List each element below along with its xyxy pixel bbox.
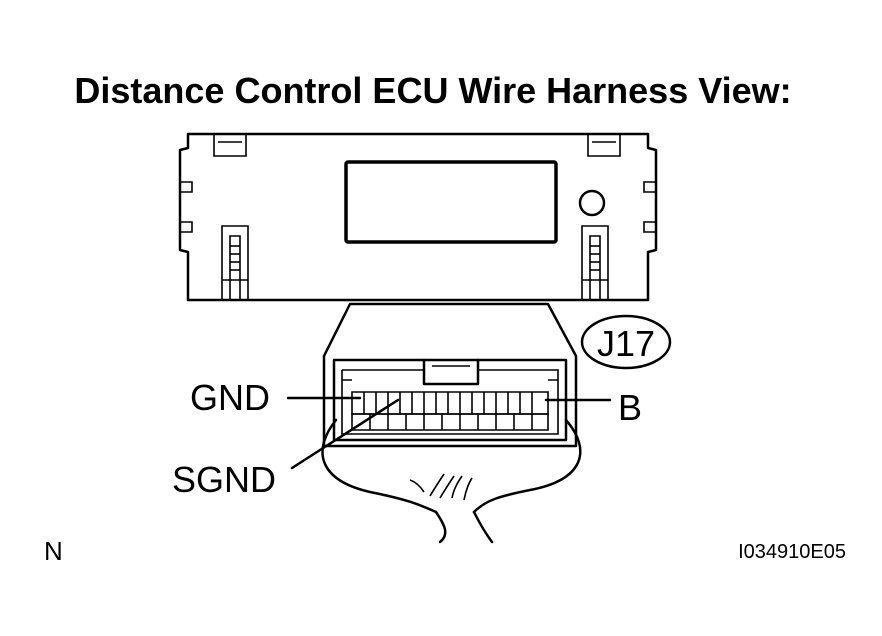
ecu-left-latch <box>221 225 249 300</box>
ecu-top-left-tab <box>213 134 247 157</box>
corner-label: N <box>44 536 63 566</box>
pin-label-b: B <box>618 387 642 428</box>
figure-code: I034910E05 <box>738 541 846 563</box>
ecu-round-hole <box>578 189 606 217</box>
ecu-display-window <box>344 160 558 244</box>
pin-label-gnd: GND <box>190 377 270 418</box>
harness-connector <box>322 302 578 448</box>
ecu-body <box>178 132 658 302</box>
wire-bundle <box>321 418 582 544</box>
diagram-title: Distance Control ECU Wire Harness View: <box>74 70 791 111</box>
pin-label-sgnd: SGND <box>172 459 276 500</box>
leader-line-sgnd <box>290 398 400 470</box>
terminal-row-lower <box>351 413 549 431</box>
ecu-top-right-tab <box>587 134 621 157</box>
ecu-right-latch <box>581 225 609 300</box>
connector-id-label: J17 <box>597 323 655 364</box>
connector-id-oval <box>580 314 672 370</box>
